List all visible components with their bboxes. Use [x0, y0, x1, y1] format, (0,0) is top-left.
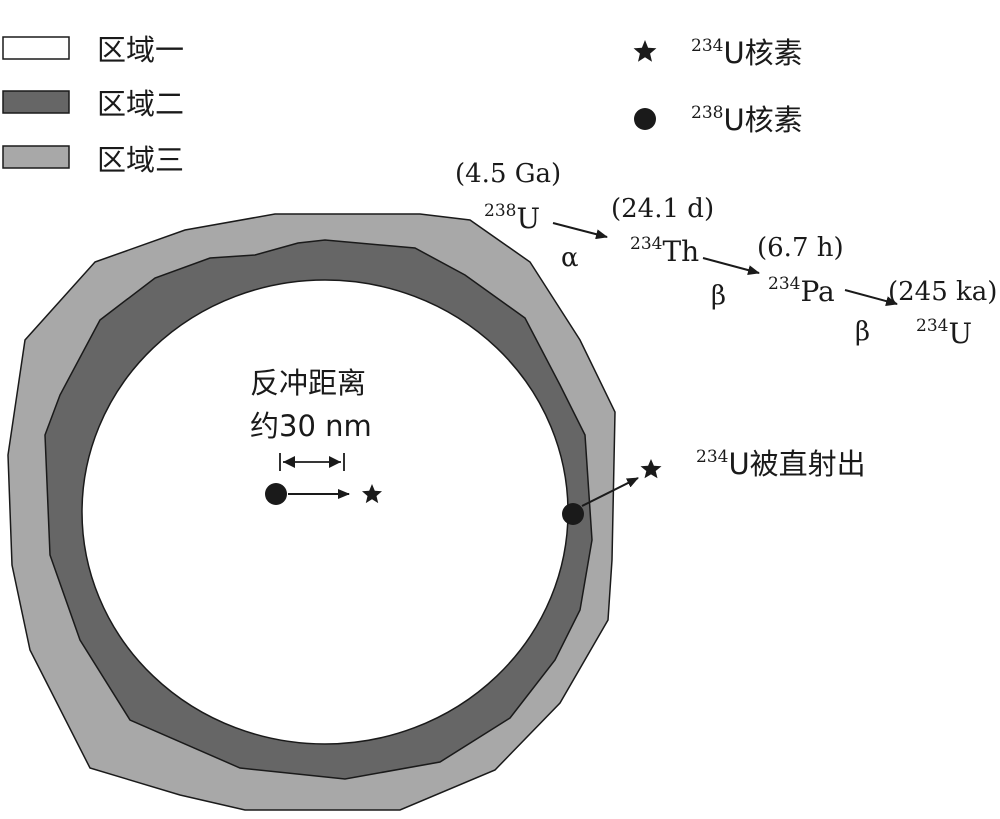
ejected-mass-number: 234: [696, 447, 728, 467]
legend-regions: 区域一 区域二 区域三: [2, 33, 184, 177]
pa234-symbol: Pa: [800, 275, 834, 308]
ejection-arrow: [581, 477, 639, 507]
u238-symbol: U: [516, 202, 540, 235]
u234-mass-number: 234: [916, 316, 948, 336]
pa234-halflife: (6.7 h): [757, 233, 844, 263]
alpha-label: α: [561, 243, 579, 273]
u238-nuclide: 238U: [484, 201, 540, 235]
legend-label-u234: 234U核素: [691, 36, 803, 70]
recoil-distance-label: 反冲距离: [250, 366, 366, 400]
alpha-decay-arrow: [552, 222, 608, 240]
th234-mass-number: 234: [630, 234, 662, 254]
recoil-annotation: 反冲距离 约30 nm: [250, 366, 382, 505]
beta-decay-arrow-1: [702, 257, 760, 275]
ejection-annotation: 234U被直射出: [562, 447, 866, 525]
recoil-distance-value: 约30 nm: [250, 409, 372, 443]
u238-nucleus-rim-circle-icon: [562, 503, 584, 525]
u234-halflife: (245 ka): [888, 277, 997, 307]
th234-symbol: Th: [662, 235, 699, 268]
legend-label-region-two: 区域二: [97, 87, 184, 121]
legend-swatch-region-one: [2, 36, 70, 60]
legend-symbols: 234U核素 238U核素: [633, 36, 803, 137]
th234-nuclide: 234Th: [630, 234, 699, 268]
u238-halflife: (4.5 Ga): [455, 159, 561, 189]
ejected-text: U被直射出: [728, 447, 865, 481]
beta-label-2: β: [855, 317, 870, 347]
u234-ejected-star-icon: [640, 459, 662, 479]
region-one-core: [81, 279, 569, 745]
legend-label-region-three: 区域三: [97, 143, 184, 177]
u234-symbol: U: [948, 317, 972, 350]
beta-label-1: β: [711, 281, 726, 311]
star-icon: [633, 40, 657, 62]
u234-nuclide: 234U: [916, 316, 972, 350]
pa234-mass-number: 234: [768, 274, 800, 294]
legend-label-region-one: 区域一: [97, 33, 184, 67]
th234-halflife: (24.1 d): [611, 194, 714, 224]
u238-legend-mass-number: 238: [691, 103, 723, 123]
u234-legend-mass-number: 234: [691, 36, 723, 56]
ejected-label: 234U被直射出: [696, 447, 866, 481]
u238-mass-number: 238: [484, 201, 516, 221]
u238-legend-text: U核素: [723, 103, 802, 137]
u238-nucleus-interior-circle-icon: [265, 483, 287, 505]
circle-dot-icon: [634, 108, 656, 130]
legend-swatch-region-two: [2, 90, 70, 114]
legend-label-u238: 238U核素: [691, 103, 803, 137]
u234-legend-text: U核素: [723, 36, 802, 70]
recoil-distance-scale: [279, 453, 345, 471]
pa234-nuclide: 234Pa: [768, 274, 835, 308]
u234-recoiled-star-icon: [362, 484, 382, 504]
decay-chain: (4.5 Ga) 238U α (24.1 d) 234Th β (6.7 h)…: [455, 159, 997, 350]
legend-swatch-region-three: [2, 145, 70, 169]
beta-decay-arrow-2: [844, 289, 898, 306]
grain: [7, 213, 616, 811]
